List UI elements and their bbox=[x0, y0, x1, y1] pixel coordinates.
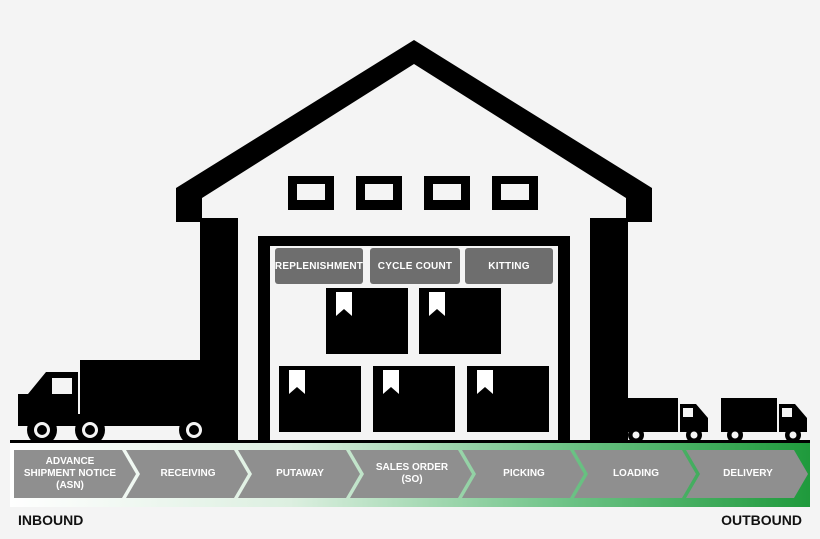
chevron-step-4 bbox=[350, 450, 472, 498]
inbound-label: INBOUND bbox=[18, 512, 84, 528]
step-label-delivery: DELIVERY bbox=[723, 468, 773, 479]
chevron-step-1 bbox=[14, 450, 136, 498]
window-row bbox=[288, 176, 538, 210]
ops-cycle-count: CYCLE COUNT bbox=[370, 248, 460, 284]
warehouse-right-wall bbox=[590, 218, 604, 440]
box-icon bbox=[279, 366, 361, 432]
box-icon bbox=[326, 288, 408, 354]
process-chevrons bbox=[14, 450, 808, 498]
chevron-step-2 bbox=[126, 450, 248, 498]
ground-line bbox=[10, 440, 810, 443]
warehouse-inner-wall bbox=[202, 64, 626, 440]
step-label-receiving: RECEIVING bbox=[160, 468, 216, 479]
step-label-sales-order: SALES ORDER (SO) bbox=[375, 462, 449, 485]
step-label-picking: PICKING bbox=[503, 468, 545, 479]
ops-kitting: KITTING bbox=[465, 248, 553, 284]
chevron-step-3 bbox=[238, 450, 360, 498]
outbound-truck-icon bbox=[622, 398, 708, 443]
step-label-putaway: PUTAWAY bbox=[276, 468, 324, 479]
chevron-step-7 bbox=[686, 450, 808, 498]
outbound-label: OUTBOUND bbox=[721, 512, 802, 528]
outbound-truck-icon bbox=[721, 398, 807, 443]
chevron-step-6 bbox=[574, 450, 696, 498]
box-icon bbox=[419, 288, 501, 354]
chevron-step-5 bbox=[462, 450, 584, 498]
box-icon bbox=[467, 366, 549, 432]
box-icon bbox=[373, 366, 455, 432]
warehouse-left-wall bbox=[224, 218, 238, 440]
step-label-loading: LOADING bbox=[612, 468, 660, 479]
step-label-asn: ADVANCE SHIPMENT NOTICE (ASN) bbox=[23, 456, 117, 491]
inbound-truck-icon bbox=[18, 360, 218, 445]
inventory-boxes bbox=[279, 288, 549, 432]
ops-replenishment: REPLENISHMENT bbox=[275, 248, 363, 284]
